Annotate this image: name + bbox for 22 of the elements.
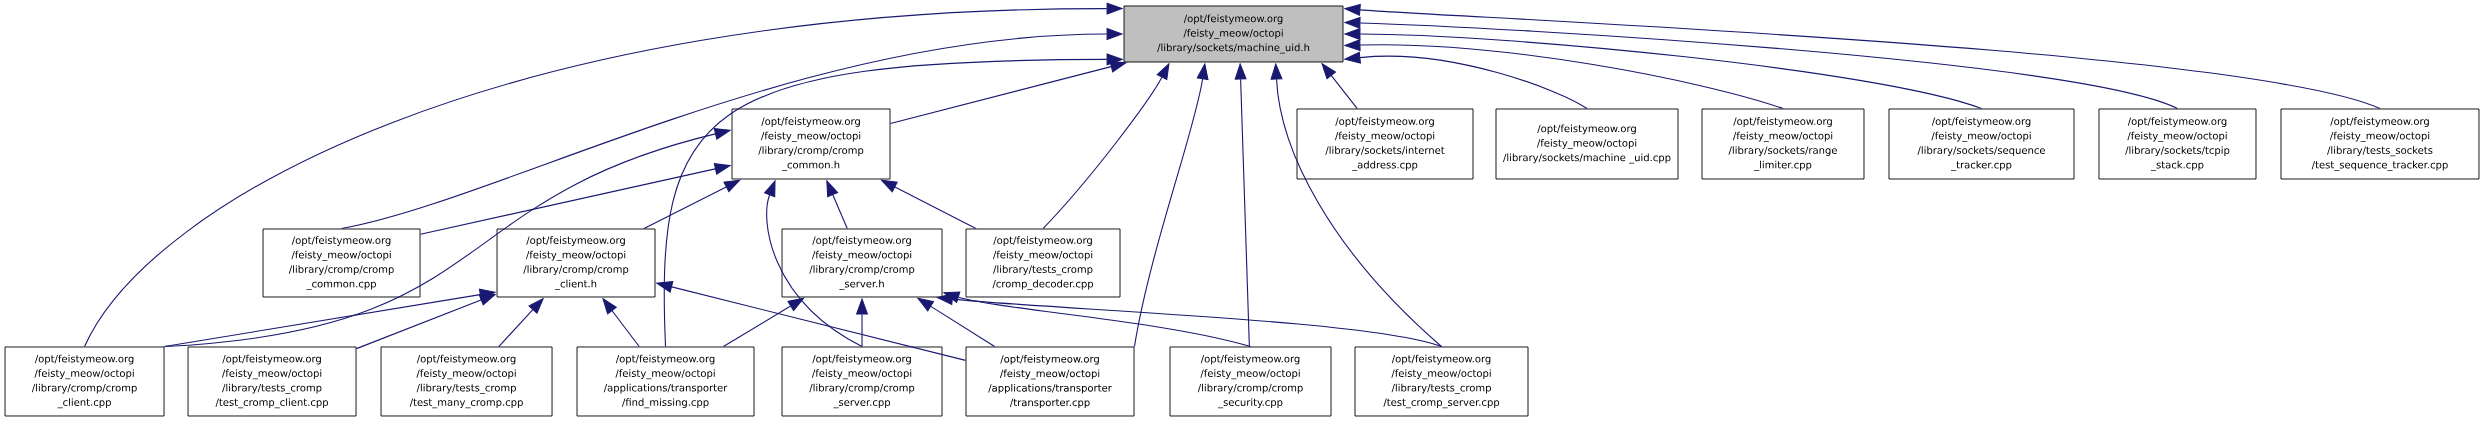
file-box: /opt/feistymeow.org /feisty_meow/octopi /applications/transporter /transporter.cpp [965, 346, 1135, 417]
file-box: /opt/feistymeow.org /feisty_meow/octopi /library/tests_cromp /test_cromp_client.cpp [187, 346, 357, 417]
file-box: /opt/feistymeow.org /feisty_meow/octopi /library/tests_sockets /test_sequence_tracker.cpp [2280, 108, 2480, 180]
file-box: /opt/feistymeow.org /feisty_meow/octopi /library/sockets/machine_uid.h [1123, 5, 1344, 63]
arrow [722, 297, 805, 348]
arrow [880, 179, 977, 230]
file-box: /opt/feistymeow.org /feisty_meow/octopi /library/sockets/sequence _tracker.cpp [1888, 108, 2075, 180]
file-box: /opt/feistymeow.org /feisty_meow/octopi /library/cromp/cromp _server.cpp [781, 346, 943, 417]
file-box: /opt/feistymeow.org /feisty_meow/octopi /applications/transporter /find_missing.cpp [576, 346, 755, 417]
file-box: /opt/feistymeow.org /feisty_meow/octopi /library/tests_cromp /test_many_cromp.cpp [380, 346, 553, 417]
file-box: /opt/feistymeow.org /feisty_meow/octopi /library/tests_cromp /test_cromp_server.cpp [1354, 346, 1529, 417]
file-box: /opt/feistymeow.org /feisty_meow/octopi /library/cromp/cromp _server.h [781, 228, 943, 298]
file-box: /opt/feistymeow.org /feisty_meow/octopi /library/sockets/machine _uid.cpp [1495, 108, 1679, 180]
file-box: /opt/feistymeow.org /feisty_meow/octopi /library/sockets/internet _address.cpp [1296, 108, 1474, 180]
file-box: /opt/feistymeow.org /feisty_meow/octopi /library/tests_cromp /cromp_decoder.cpp [965, 228, 1121, 298]
file-box: /opt/feistymeow.org /feisty_meow/octopi /library/sockets/tcpip _stack.cpp [2098, 108, 2257, 180]
file-box: /opt/feistymeow.org /feisty_meow/octopi /library/cromp/cromp _common.cpp [262, 228, 421, 298]
file-box: /opt/feistymeow.org /feisty_meow/octopi /library/cromp/cromp _client.h [496, 228, 656, 298]
file-box: /opt/feistymeow.org /feisty_meow/octopi /library/cromp/cromp _security.cpp [1169, 346, 1332, 417]
file-box: /opt/feistymeow.org /feisty_meow/octopi /library/cromp/cromp _common.h [731, 108, 891, 180]
file-box: /opt/feistymeow.org /feisty_meow/octopi /library/sockets/range _limiter.cpp [1701, 108, 1865, 180]
file-box: /opt/feistymeow.org /feisty_meow/octopi /library/cromp/cromp _client.cpp [4, 346, 165, 417]
